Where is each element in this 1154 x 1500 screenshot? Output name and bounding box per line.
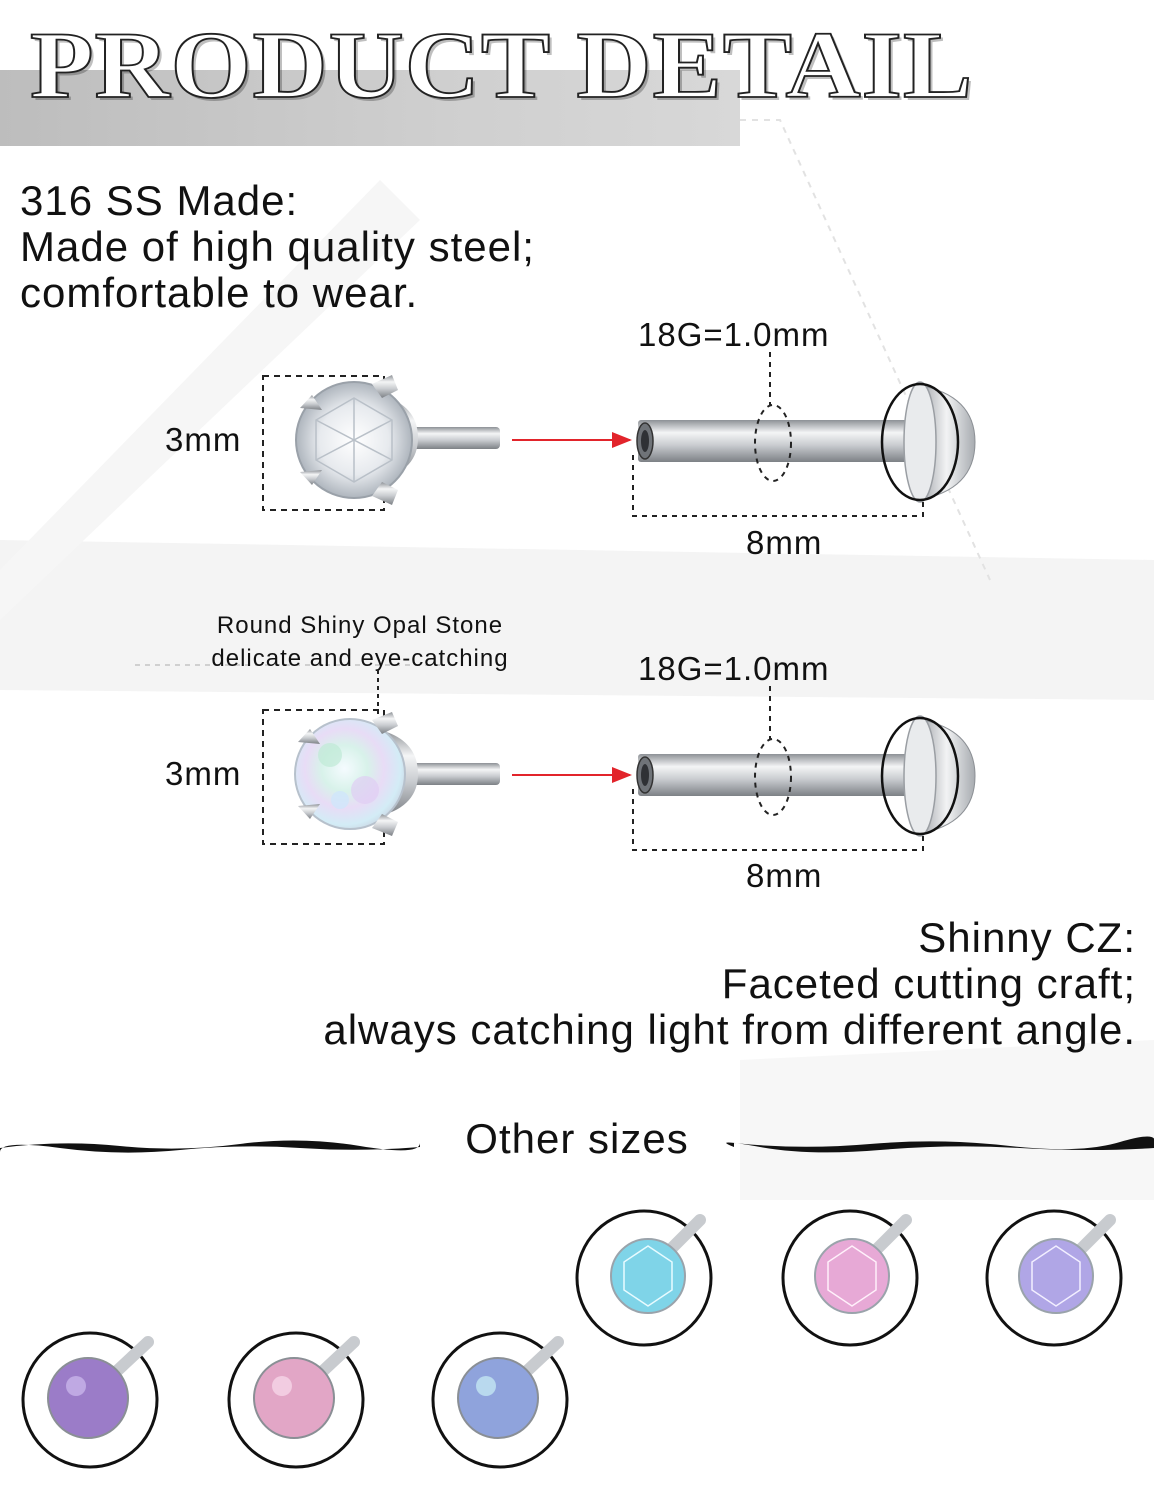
variant-lavender-cz bbox=[985, 1209, 1123, 1347]
material-line-2: comfortable to wear. bbox=[20, 269, 419, 316]
cz-stud-illustration bbox=[262, 352, 976, 517]
material-description: 316 SS Made: Made of high quality steel;… bbox=[20, 178, 535, 316]
cz-bar-length-label: 8mm bbox=[746, 524, 823, 561]
variant-blue-opal bbox=[431, 1331, 569, 1469]
opal-stone-size-label: 3mm bbox=[165, 755, 242, 792]
variant-pink-opal bbox=[227, 1331, 365, 1469]
opal-note-line-2: delicate and eye-catching bbox=[211, 645, 509, 672]
material-heading: 316 SS Made: bbox=[20, 177, 299, 224]
other-sizes-label: Other sizes bbox=[465, 1115, 689, 1162]
opal-stud-illustration bbox=[262, 670, 976, 851]
title-band bbox=[0, 70, 740, 146]
opal-bar-length-label: 8mm bbox=[746, 857, 823, 894]
cz-gauge-label: 18G=1.0mm bbox=[638, 316, 830, 353]
cz-stone-size-label: 3mm bbox=[165, 421, 242, 458]
variant-pink-cz bbox=[781, 1209, 919, 1347]
cz-feature-line-1: Faceted cutting craft; bbox=[721, 960, 1136, 1007]
cz-feature-line-2: always catching light from different ang… bbox=[323, 1006, 1136, 1053]
material-line-1: Made of high quality steel; bbox=[20, 223, 535, 270]
other-sizes-divider bbox=[0, 1136, 1154, 1153]
opal-gauge-label: 18G=1.0mm bbox=[638, 650, 830, 687]
other-sizes-heading: Other sizes bbox=[0, 1115, 1154, 1163]
cz-feature-description: Shinny CZ: Faceted cutting craft; always… bbox=[323, 915, 1136, 1053]
variant-aqua-cz bbox=[575, 1209, 713, 1347]
variant-purple-opal bbox=[21, 1331, 159, 1469]
cz-feature-heading: Shinny CZ: bbox=[918, 914, 1136, 961]
opal-note-line-1: Round Shiny Opal Stone bbox=[216, 612, 504, 639]
page-title: PRODUCT DETAIL bbox=[29, 12, 974, 119]
